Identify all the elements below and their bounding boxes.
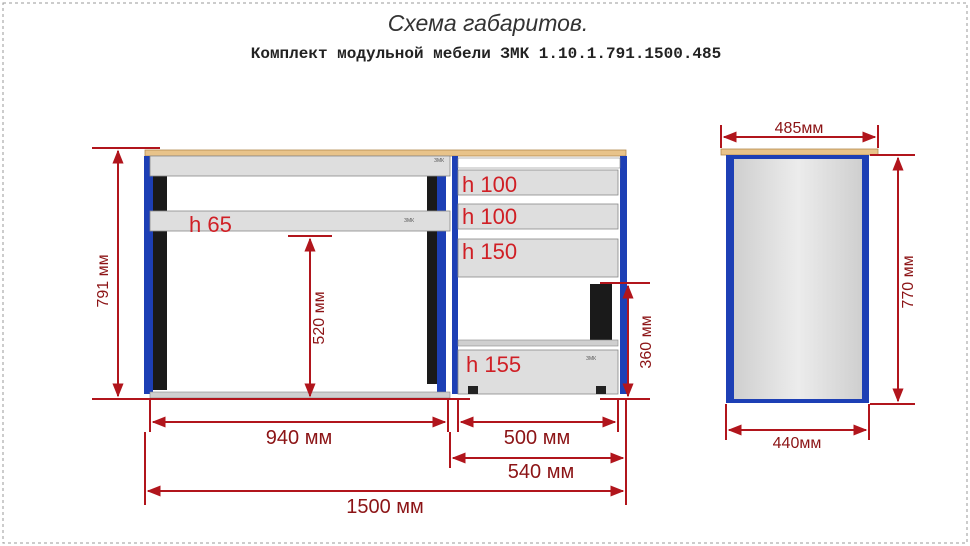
drawer-1: [457, 169, 619, 196]
side-view: 485мм 440мм 770 мм: [720, 120, 917, 452]
side-bottom-width-label: 440мм: [773, 435, 822, 452]
pedestal-module: ЗМК: [452, 156, 627, 395]
drawer-4-lock-right: [596, 386, 606, 394]
desk-brand-logo: ЗМК: [434, 158, 444, 164]
niche-back-panel: [590, 284, 612, 340]
desk-right-post: [437, 156, 446, 394]
pedestal-right-post: [620, 156, 627, 394]
side-worktop: [720, 148, 879, 156]
pedestal-outer-width-label: 540 мм: [508, 461, 574, 483]
desk-left-post: [144, 156, 153, 394]
drawer-2: [457, 203, 619, 230]
drawer-2-height-label: h 100: [462, 204, 517, 229]
shelf-brand-logo: ЗМК: [404, 218, 414, 224]
drawer-4-lock: [468, 386, 478, 394]
shelf-height-label: h 65: [189, 212, 232, 237]
niche-height-label: 360 мм: [638, 315, 655, 368]
total-width-label: 1500 мм: [346, 496, 424, 518]
drawer-brand-logo: ЗМК: [586, 356, 596, 362]
compartment-height-label: 520 мм: [311, 291, 328, 344]
pedestal-top-rail: [457, 157, 621, 169]
front-height-label: 791 мм: [95, 254, 112, 307]
side-height-label: 770 мм: [900, 255, 917, 308]
desk-right-side-panel: [427, 160, 437, 384]
drawer-4-height-label: h 155: [466, 352, 521, 377]
desk-base-rail: [149, 391, 451, 399]
drawer-4: [457, 349, 619, 395]
pedestal-left-post: [452, 156, 458, 394]
pedestal-width-label: 500 мм: [504, 427, 570, 449]
left-width-label: 940 мм: [266, 427, 332, 449]
diagram-title: Схема габаритов.: [388, 10, 589, 36]
front-view: ЗМК ЗМК ЗМК 791 мм: [92, 147, 655, 518]
desk-module: ЗМК ЗМК: [144, 155, 451, 399]
drawer-3-height-label: h 150: [462, 239, 517, 264]
side-panel: [734, 159, 862, 399]
front-dimensions: 791 мм 520 мм 360 мм 940 мм 500 мм 540 м…: [92, 147, 655, 518]
niche-shelf: [457, 339, 619, 347]
desk-left-side-panel: [153, 158, 167, 390]
side-top-width-label: 485мм: [775, 120, 824, 137]
desk-front-apron: [149, 155, 451, 177]
diagram-subtitle: Комплект модульной мебели ЗМК 1.10.1.791…: [251, 45, 721, 63]
drawer-1-height-label: h 100: [462, 172, 517, 197]
drawer-3: [457, 238, 619, 278]
front-worktop: [144, 149, 627, 157]
desk-shelf: [149, 210, 451, 232]
